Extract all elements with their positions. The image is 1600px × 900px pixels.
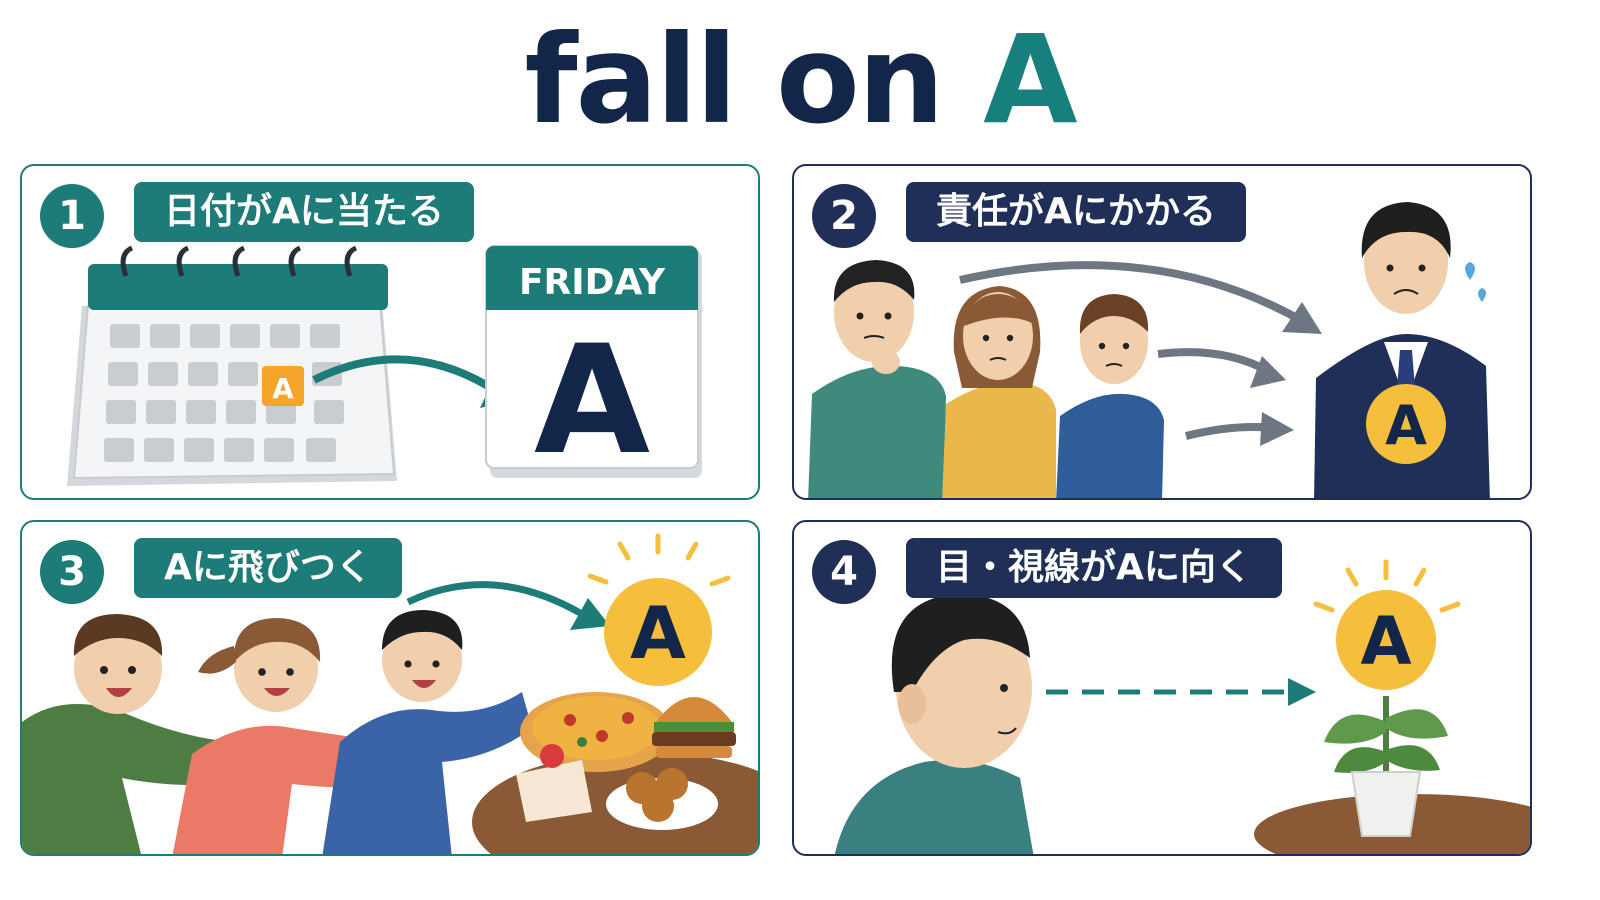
- plant-icon: [1324, 696, 1448, 837]
- person-icon: [172, 618, 392, 854]
- badge-text: A: [1360, 603, 1411, 680]
- title-main: fall on: [524, 9, 984, 151]
- badge-circle: [1336, 590, 1436, 690]
- person-icon: A: [1314, 202, 1490, 498]
- person-icon: [22, 614, 234, 854]
- sun-rays-icon: [1313, 559, 1461, 613]
- jump-arrow: [406, 581, 584, 618]
- panel-number: 1: [40, 184, 104, 248]
- burger-icon: [652, 697, 736, 758]
- panel-label: Aに飛びつく: [134, 538, 402, 598]
- calendar-icon: A: [67, 245, 397, 486]
- panel-date: A FRIDAY A 1 日付がAに当たる: [20, 164, 760, 500]
- arrowhead: [1288, 678, 1316, 706]
- sun-rays-icon: [587, 533, 731, 587]
- calendar-mark-text: A: [272, 372, 294, 405]
- panel-responsibility: A 2 責任がAにかかる: [792, 164, 1532, 500]
- badge-text: A: [630, 591, 686, 675]
- panel-label: 日付がAに当たる: [134, 182, 474, 242]
- badge-text: A: [1385, 394, 1427, 457]
- page-title: fall on A: [0, 10, 1600, 150]
- gaze-illustration: A: [834, 559, 1530, 854]
- panel-jump: A 3 Aに飛びつく: [20, 520, 760, 856]
- arrowhead: [570, 598, 610, 630]
- card-letter-text: A: [534, 314, 650, 488]
- calendar-arrow: [312, 355, 491, 390]
- responsibility-illustration: A: [808, 202, 1490, 498]
- panel-number: 4: [812, 540, 876, 604]
- panel-label: 目・視線がAに向く: [906, 538, 1282, 598]
- card-day-text: FRIDAY: [519, 262, 666, 303]
- food-rush-illustration: A: [22, 533, 758, 854]
- friday-card: FRIDAY A: [485, 245, 702, 488]
- panel-number: 2: [812, 184, 876, 248]
- panel-gaze: A 4 目・視線がAに向く: [792, 520, 1532, 856]
- highlighted-date: [262, 366, 304, 406]
- person-icon: [322, 610, 532, 854]
- calendar-illustration: A FRIDAY A: [67, 245, 702, 488]
- person-icon: [942, 286, 1056, 498]
- badge-circle: [1366, 384, 1446, 464]
- person-icon: [1056, 294, 1164, 498]
- fried-chicken-icon: [606, 768, 718, 830]
- badge-circle: [604, 578, 712, 686]
- panel-number: 3: [40, 540, 104, 604]
- person-icon: [834, 593, 1034, 854]
- panel-label: 責任がAにかかる: [906, 182, 1246, 242]
- person-icon: [808, 260, 946, 498]
- cake-icon: [516, 744, 592, 822]
- title-accent: A: [983, 9, 1077, 151]
